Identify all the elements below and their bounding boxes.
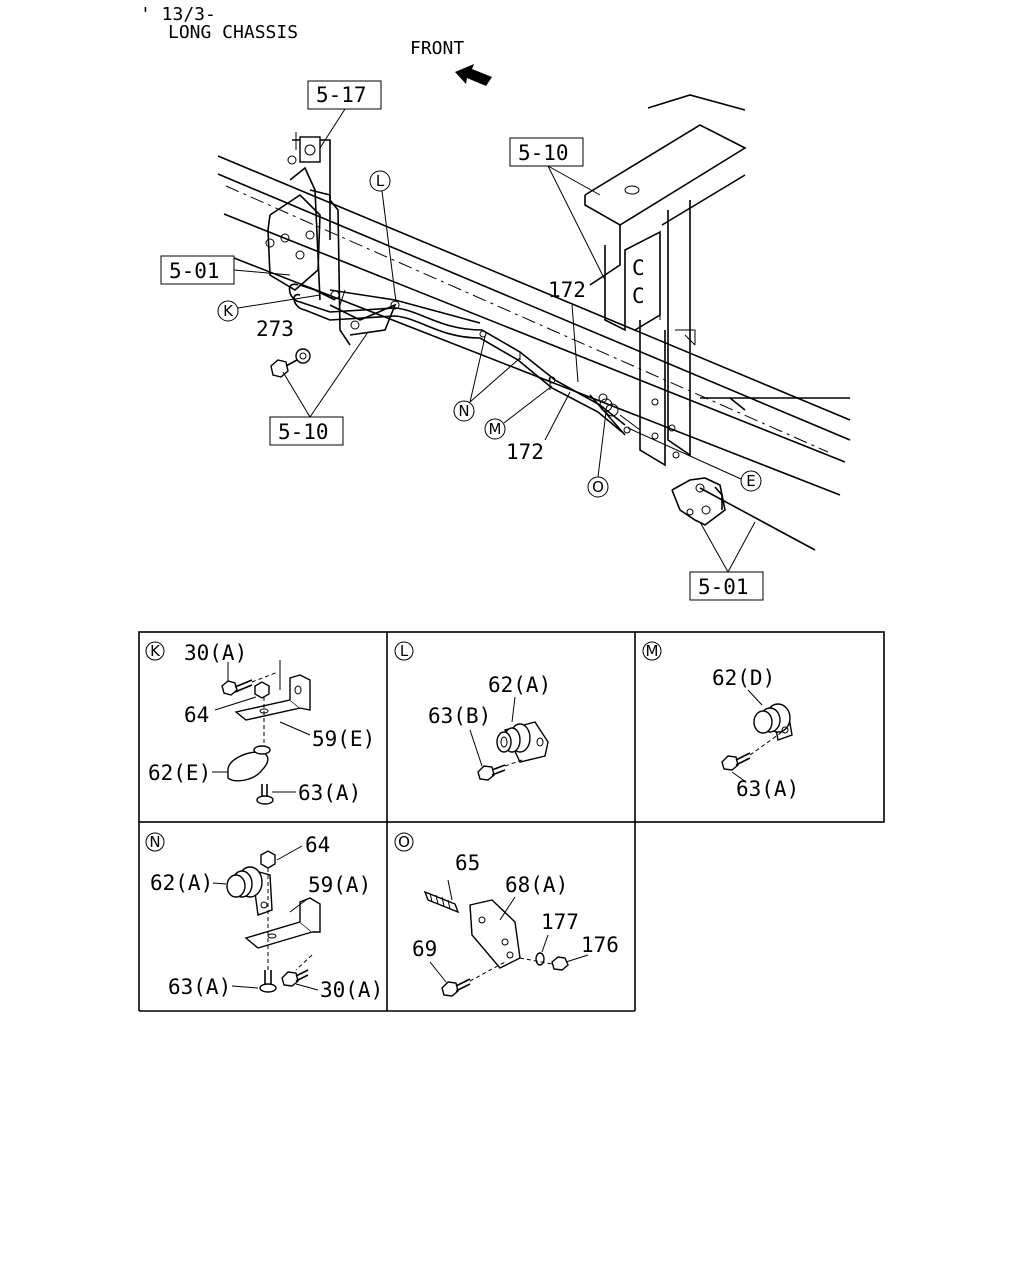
detail-n-label-64: 64 [305, 833, 330, 857]
brake-cables [288, 283, 641, 436]
svg-text:M: M [646, 642, 659, 660]
front-label: FRONT [410, 38, 464, 59]
front-arrow-icon [455, 64, 492, 86]
detail-o: O 65 68(A) 177 176 69 [394, 832, 619, 997]
svg-text:5-17: 5-17 [316, 83, 367, 107]
detail-o-label-68a: 68(A) [505, 873, 568, 897]
detail-o-label-177: 177 [541, 910, 579, 934]
svg-text:5-01: 5-01 [698, 575, 749, 599]
detail-n-label-59a: 59(A) [308, 873, 371, 897]
part-172-upper-label: 172 [548, 278, 586, 302]
callout-k[interactable]: K [217, 300, 239, 322]
detail-k-label-30a: 30(A) [184, 641, 247, 665]
svg-text:C: C [632, 284, 645, 308]
detail-l-label-62a: 62(A) [488, 673, 551, 697]
detail-k-label-59e: 59(E) [312, 727, 375, 751]
detail-o-label-176: 176 [581, 933, 619, 957]
detail-n-label-62a: 62(A) [150, 871, 213, 895]
detail-m-label-63a: 63(A) [736, 777, 799, 801]
detail-k: K 30(A) 64 59(E) 62(E) 63(A) [145, 641, 375, 805]
callout-m[interactable]: M [484, 418, 506, 440]
callout-l[interactable]: L [369, 170, 391, 192]
detail-m-label-62d: 62(D) [712, 666, 775, 690]
svg-text:K: K [150, 642, 161, 660]
svg-text:O: O [398, 833, 410, 851]
detail-l-label-63b: 63(B) [428, 704, 491, 728]
detail-n: N 64 62(A) 59(A) 63(A) 30(A) [145, 832, 383, 1002]
ref-5-01-left[interactable]: 5-01 [160, 255, 235, 285]
detail-k-label-64: 64 [184, 703, 209, 727]
rear-bracket [671, 477, 726, 526]
ref-5-01-bottom[interactable]: 5-01 [689, 571, 764, 601]
svg-text:E: E [746, 472, 755, 490]
date-code: ' 13/3- [140, 4, 216, 25]
callout-n[interactable]: N [453, 400, 475, 422]
svg-text:O: O [592, 478, 604, 496]
svg-text:K: K [223, 302, 234, 320]
callout-e[interactable]: E [740, 470, 762, 492]
svg-text:C: C [632, 256, 645, 280]
part-172-lower-label: 172 [506, 440, 544, 464]
detail-grid [138, 631, 885, 1012]
detail-m: M 62(D) 63(A) [642, 641, 799, 801]
ref-5-10-bottom[interactable]: 5-10 [269, 416, 344, 446]
svg-text:5-01: 5-01 [169, 259, 220, 283]
detail-o-label-65: 65 [455, 851, 480, 875]
svg-text:N: N [149, 833, 160, 851]
ref-5-17[interactable]: 5-17 [307, 80, 382, 110]
detail-k-label-63a: 63(A) [298, 781, 361, 805]
svg-text:M: M [489, 420, 502, 438]
svg-text:5-10: 5-10 [518, 141, 569, 165]
detail-k-label-62e: 62(E) [148, 761, 211, 785]
chassis-variant: LONG CHASSIS [168, 22, 298, 43]
svg-text:L: L [376, 172, 385, 190]
detail-l: L 62(A) 63(B) [394, 641, 551, 781]
bolt-273 [270, 348, 311, 378]
parking-brake-lever-assembly [265, 132, 397, 346]
svg-text:N: N [458, 402, 469, 420]
detail-n-label-63a: 63(A) [168, 975, 231, 999]
ref-5-10-top[interactable]: 5-10 [509, 137, 584, 167]
part-273-label: 273 [256, 317, 294, 341]
detail-o-label-69: 69 [412, 937, 437, 961]
callout-o[interactable]: O [587, 476, 609, 498]
detail-n-label-30a: 30(A) [320, 978, 383, 1002]
svg-text:5-10: 5-10 [278, 420, 329, 444]
svg-text:L: L [400, 642, 409, 660]
